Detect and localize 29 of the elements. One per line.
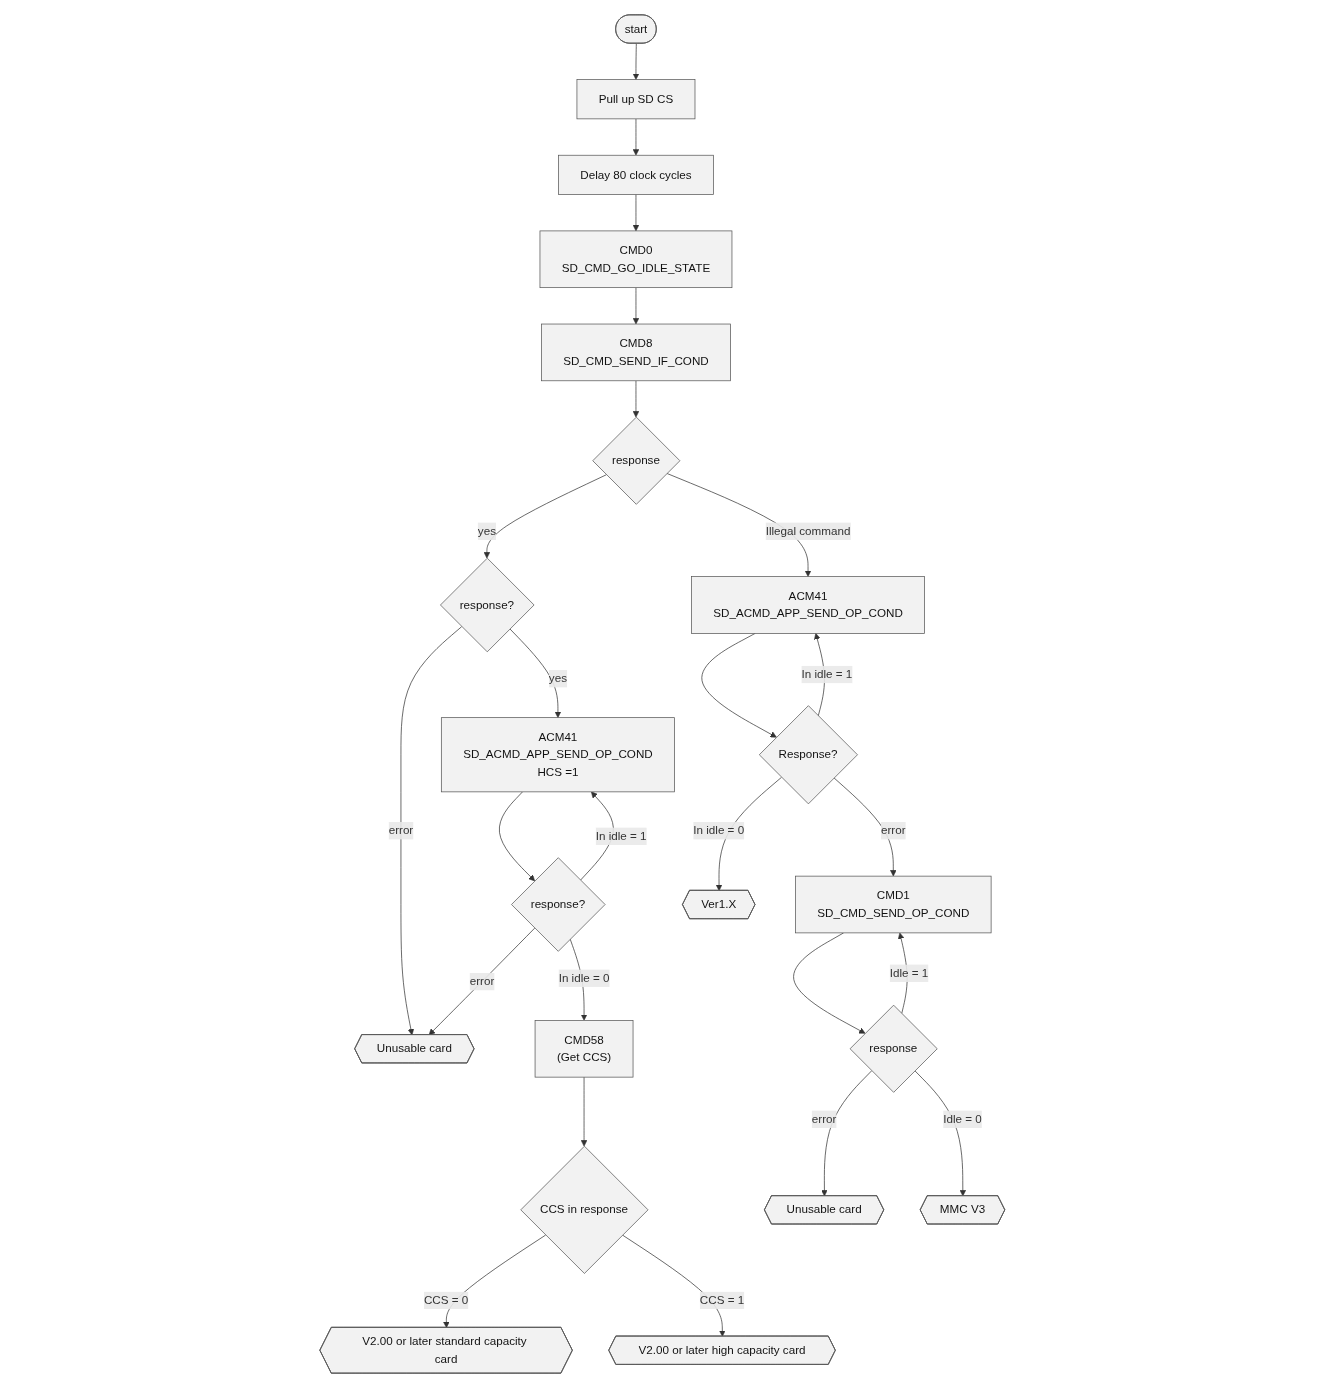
node-box: Delay 80 clock cycles	[557, 154, 714, 195]
node-diamond: response?	[439, 557, 535, 652]
edge-label: error	[811, 1112, 837, 1125]
node-diamond: response	[849, 1004, 938, 1093]
node-box: CMD1 SD_CMD_SEND_OP_COND	[794, 875, 992, 933]
edge-label: error	[880, 823, 906, 837]
node-box: CMD8 SD_CMD_SEND_IF_COND	[540, 323, 731, 381]
edge-label: Illegal command	[765, 524, 851, 537]
node-box: ACM41 SD_ACMD_APP_SEND_OP_COND	[690, 575, 925, 634]
edge-label: yes	[477, 524, 496, 537]
edge-label: In idle = 1	[801, 667, 852, 680]
edge-label: error	[469, 974, 494, 987]
edge-label: In idle = 0	[692, 823, 744, 837]
edge-label: yes	[548, 671, 567, 685]
node-box: CMD0 SD_CMD_GO_IDLE_STATE	[539, 230, 732, 288]
edge-label: Idle = 0	[942, 1112, 982, 1125]
edge-label: error	[388, 823, 413, 837]
edge-label: CCS = 1	[699, 1293, 744, 1306]
edge-label: In idle = 1	[595, 829, 647, 842]
edge-label: CCS = 0	[423, 1293, 468, 1306]
node-box: Pull up SD CS	[576, 78, 696, 119]
node-box: CMD58 (Get CCS)	[534, 1019, 634, 1077]
node-diamond: response?	[510, 856, 606, 952]
node-diamond: CCS in response	[520, 1145, 649, 1274]
edge-label: In idle = 0	[558, 971, 610, 984]
node-diamond: response	[592, 416, 680, 505]
node-diamond: Response?	[758, 704, 858, 804]
node-box: ACM41 SD_ACMD_APP_SEND_OP_COND HCS =1	[440, 716, 675, 792]
edge-label: Idle = 1	[889, 966, 928, 979]
